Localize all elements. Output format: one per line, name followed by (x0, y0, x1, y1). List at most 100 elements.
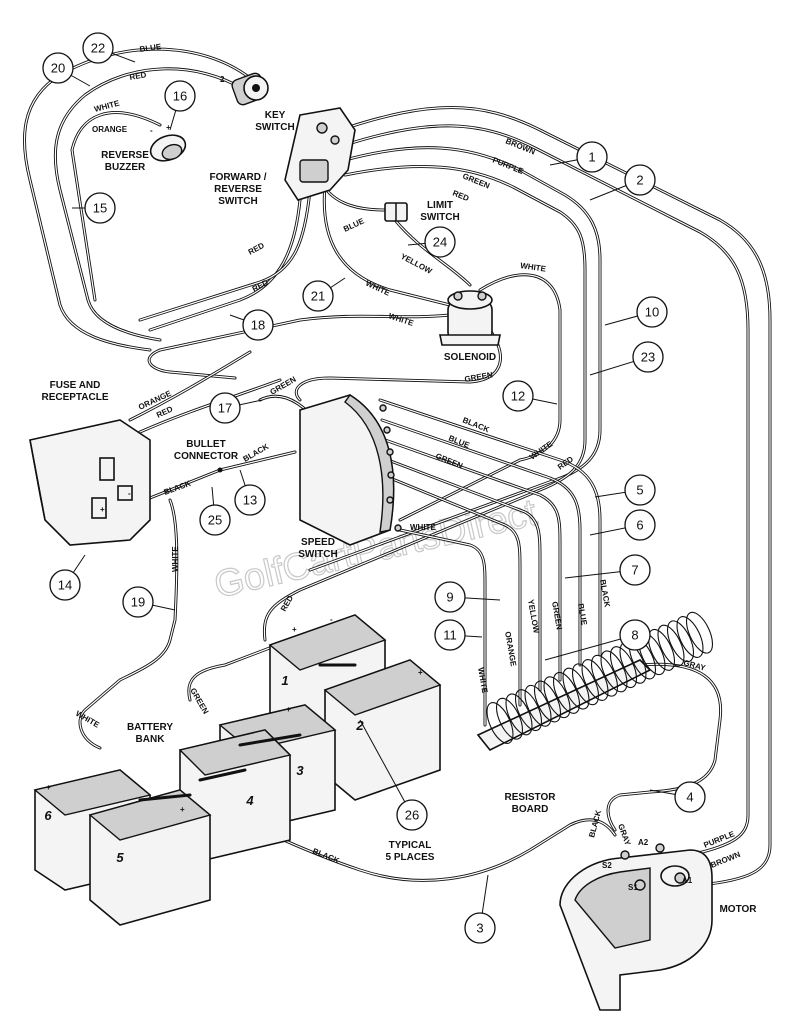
resistor-board (476, 611, 714, 752)
callout-circle-19 (122, 586, 154, 618)
speed-switch (299, 394, 402, 546)
wire-label-red-fr: RED (451, 189, 470, 204)
reverse-buzzer: + - (149, 123, 187, 162)
callout-number-9: 9 (446, 590, 453, 605)
callout-number-15: 15 (93, 201, 107, 216)
callout-circle-9 (434, 581, 466, 613)
wire-label-orange-buzzer: ORANGE (92, 125, 128, 134)
callout-circle-20 (42, 52, 74, 84)
wire-label-gray-motor: GRAY (616, 823, 632, 848)
callout-circle-21 (302, 280, 334, 312)
buzzer-plus: + (166, 123, 171, 132)
wire-label-purple: PURPLE (491, 156, 525, 177)
callout-circle-22 (82, 32, 114, 64)
battery-terminal-plus: + (292, 625, 297, 634)
callout-circle-10 (636, 296, 668, 328)
callout-number-18: 18 (251, 318, 265, 333)
callout-circle-8 (619, 619, 651, 651)
wire-label-white-21: WHITE (364, 279, 392, 298)
battery-terminal-plus: + (286, 705, 291, 714)
callout-circle-3 (464, 912, 496, 944)
wire-label-green-speed: GREEN (434, 452, 464, 471)
resistor-coil-turn (486, 702, 514, 744)
wire-label-red-battery: RED (279, 594, 295, 613)
resistor-coil-turn (647, 628, 676, 671)
callout-circle-6 (624, 509, 656, 541)
wire-label-white-19: WHITE (171, 546, 180, 572)
callout-number-3: 3 (476, 921, 483, 936)
callout-circle-5 (624, 474, 656, 506)
resistor-coil-turn (571, 663, 600, 706)
resistor-coil-turn (657, 624, 685, 667)
battery-terminal-plus: + (180, 805, 185, 814)
callout-number-11: 11 (443, 628, 457, 643)
callout-number-26: 26 (405, 808, 419, 823)
wire-label-yellow-limit: YELLOW (399, 252, 434, 276)
wire-label-white-battery: WHITE (74, 709, 101, 730)
fuse-minus: - (128, 489, 131, 498)
battery-number: 6 (44, 808, 52, 823)
battery-jumper (138, 663, 357, 802)
key-switch-terminal: 2 (220, 75, 225, 84)
wire-label-green-battery: GREEN (188, 687, 210, 716)
callout-circle-26 (396, 799, 428, 831)
battery-number: 2 (355, 718, 364, 733)
label-motor: MOTOR (719, 904, 757, 915)
wire-label-red-5: RED (556, 454, 575, 471)
callout-number-2: 2 (636, 173, 643, 188)
callout-number-20: 20 (51, 61, 65, 76)
battery-terminal-plus: + (46, 783, 51, 792)
motor-terminal-a1: A1 (682, 876, 693, 885)
callout-circle-11 (434, 619, 466, 651)
resistor-coil-turn (581, 659, 609, 701)
callout-circle-14 (49, 569, 81, 601)
battery-number: 4 (245, 793, 254, 808)
resistor-coil-turn (533, 680, 562, 723)
callout-number-1: 1 (588, 150, 595, 165)
battery-terminal-minus: - (330, 615, 333, 624)
forward-reverse-switch (284, 107, 356, 201)
callout-circle-18 (242, 309, 274, 341)
callout-circle-15 (84, 192, 116, 224)
callout-circle-25 (199, 504, 231, 536)
callout-number-4: 4 (686, 790, 693, 805)
motor-terminal-a2: A2 (638, 838, 649, 847)
resistor-coil-turn (524, 684, 552, 727)
wire-label-white-resistor: WHITE (476, 667, 489, 695)
label-solenoid: SOLENOID (444, 352, 496, 363)
callout-number-13: 13 (243, 493, 257, 508)
battery-number: 1 (281, 673, 288, 688)
wire-red-top (53, 67, 247, 342)
battery-number: 5 (116, 850, 124, 865)
callouts: 1234567891011121314151617181920212223242… (42, 32, 706, 944)
callout-number-14: 14 (58, 578, 72, 593)
resistor-coil-turn (552, 671, 581, 714)
callout-circle-7 (619, 554, 651, 586)
wire-label-black-3: BLACK (311, 847, 341, 866)
key-switch: 2 (220, 72, 269, 106)
wire-red-fr-left (138, 188, 312, 322)
resistor-coil-turn (676, 616, 704, 658)
wire-label-white-speed-bottom: WHITE (410, 523, 436, 532)
callout-number-16: 16 (173, 89, 187, 104)
callout-number-12: 12 (511, 389, 525, 404)
callout-number-7: 7 (631, 563, 638, 578)
callout-circle-24 (424, 226, 456, 258)
resistor-coil-turn (505, 693, 533, 736)
callout-circle-17 (209, 392, 241, 424)
motor-terminal-s1: S1 (628, 883, 638, 892)
fuse-plus: + (100, 505, 105, 514)
battery-5: 5 (88, 789, 212, 926)
wire-label-brown: BROWN (504, 137, 536, 157)
callout-circle-2 (624, 164, 656, 196)
resistor-coil-turn (543, 676, 571, 719)
callout-circle-16 (164, 80, 196, 112)
wire-label-white-solenoid: WHITE (387, 311, 415, 328)
callout-leader-26 (359, 719, 413, 816)
